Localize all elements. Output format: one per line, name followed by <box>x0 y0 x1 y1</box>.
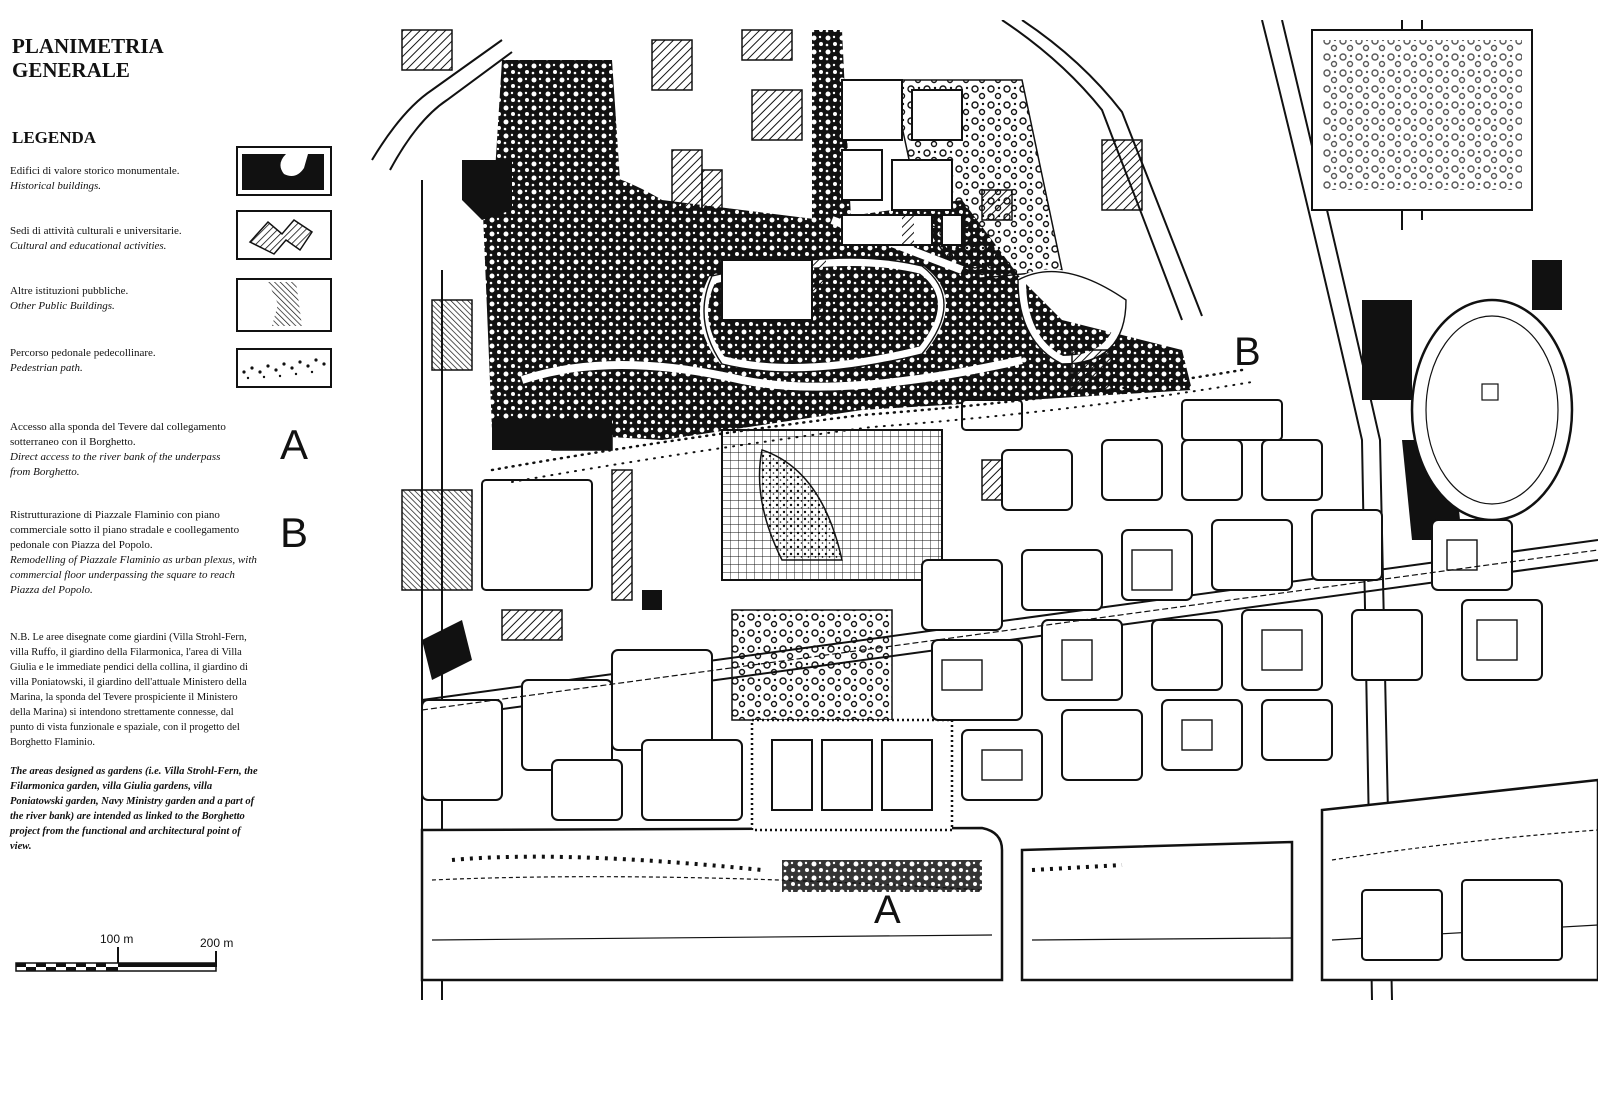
note-it-line: N.B. Le aree disegnate come giardini (Vi… <box>10 632 247 643</box>
access-en-line-1: Direct access to the river bank of the u… <box>10 451 221 463</box>
legend-letter-a: A <box>280 421 309 468</box>
page-title: PLANIMETRIA GENERALE <box>12 34 164 82</box>
legend-item-historical: Edifici di valore storico monumentale. H… <box>10 164 180 194</box>
legend-letter-b: B <box>280 509 309 556</box>
scale-bar <box>15 947 217 972</box>
historical-swatch-icon <box>236 146 332 196</box>
note-en-line: The areas designed as gardens (i.e. Vill… <box>10 766 258 777</box>
remodel-it-line-1: Ristrutturazione di Piazzale Flaminio co… <box>10 509 220 521</box>
remodel-en-line-1: Remodelling of Piazzale Flaminio as urba… <box>10 554 257 566</box>
note-italian: N.B. Le aree disegnate come giardini (Vi… <box>10 630 275 750</box>
note-english: The areas designed as gardens (i.e. Vill… <box>10 764 275 854</box>
solid-black-swatch-icon <box>242 154 324 190</box>
legend-item-path: Percorso pedonale pedecollinare. Pedestr… <box>10 346 156 376</box>
note-it-line: Borghetto Flaminio. <box>10 737 95 748</box>
legend-item-historical-en: Historical buildings. <box>10 180 102 192</box>
note-it-line: Giulia e le immediate pendici della coll… <box>10 662 248 673</box>
note-en-line: project from the functional and architec… <box>10 826 241 837</box>
remodel-en-line-3: Piazza del Popolo. <box>10 584 93 596</box>
legend-item-public-en: Other Public Buildings. <box>10 300 115 312</box>
note-it-line: Marina, la sponda del Tevere prospicient… <box>10 692 238 703</box>
title-line-1: PLANIMETRIA <box>12 34 164 58</box>
legend-item-cultural-it: Sedi di attività culturali e universitar… <box>10 225 182 237</box>
legend-item-path-it: Percorso pedonale pedecollinare. <box>10 347 156 359</box>
scale-label-100: 100 m <box>100 932 134 946</box>
remodel-it-line-2: commerciale sotto il piano stradale e co… <box>10 524 240 536</box>
note-en-line: Poniatowski garden, Navy Ministry garden… <box>10 796 255 807</box>
hatched-swatch-icon <box>248 219 314 255</box>
note-it-line: villa Poniatowski, il giardino dell'attu… <box>10 677 247 688</box>
legend-item-cultural: Sedi di attività culturali e universitar… <box>10 224 182 254</box>
access-en-line-2: from Borghetto. <box>10 466 80 478</box>
legend-item-historical-it: Edifici di valore storico monumentale. <box>10 165 180 177</box>
legend-item-cultural-en: Cultural and educational activities. <box>10 240 167 252</box>
note-it-line: villa Ruffo, il giardino della Filarmoni… <box>10 647 242 658</box>
map-label-a: A <box>874 888 901 932</box>
access-it-line-2: sotterraneo con il Borghetto. <box>10 436 136 448</box>
legend-item-path-en: Pedestrian path. <box>10 362 83 374</box>
map-drawing <box>362 19 1600 1008</box>
map-label-b: B <box>1234 330 1261 374</box>
legend-access-a: Accesso alla sponda del Tevere dal colle… <box>10 420 270 480</box>
remodel-en-line-2: commercial floor underpassing the square… <box>10 569 235 581</box>
note-it-line: della Marina) si intendono strettamente … <box>10 707 234 718</box>
path-swatch-icon <box>236 348 332 388</box>
public-swatch-icon <box>236 278 332 332</box>
note-en-line: view. <box>10 841 32 852</box>
dotted-path-swatch-icon <box>242 358 326 380</box>
access-it-line-1: Accesso alla sponda del Tevere dal colle… <box>10 421 226 433</box>
title-line-2: GENERALE <box>12 58 130 82</box>
note-en-line: Filarmonica garden, villa Giulia gardens… <box>10 781 213 792</box>
legend-remodel-b: Ristrutturazione di Piazzale Flaminio co… <box>10 508 285 598</box>
site-plan-map: A B <box>362 19 1600 1008</box>
legend-item-public-it: Altre istituzioni pubbliche. <box>10 285 129 297</box>
legend-heading: LEGENDA <box>12 128 97 147</box>
cultural-swatch-icon <box>236 210 332 260</box>
cross-hatched-swatch-icon <box>268 282 302 326</box>
note-it-line: punto di vista funzionale e spaziale, co… <box>10 722 240 733</box>
legend-item-public: Altre istituzioni pubbliche. Other Publi… <box>10 284 128 314</box>
remodel-it-line-3: pedonale con Piazza del Popolo. <box>10 539 153 551</box>
scale-label-200: 200 m <box>200 936 234 950</box>
legend-panel: PLANIMETRIA GENERALE LEGENDA Edifici di … <box>0 0 350 1094</box>
note-en-line: the river bank) are intended as linked t… <box>10 811 245 822</box>
